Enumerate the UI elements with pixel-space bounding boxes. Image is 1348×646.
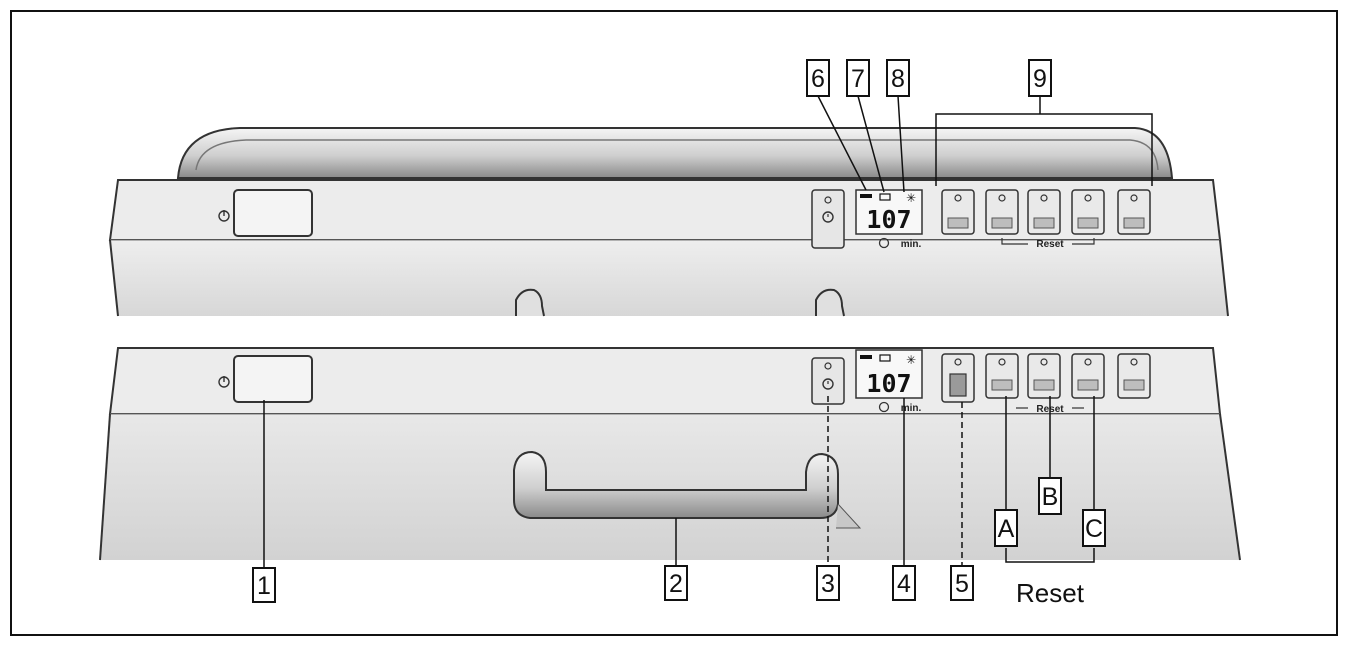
- callout-7: 7: [846, 59, 870, 97]
- top-program-button-3[interactable]: [1027, 189, 1061, 235]
- callout-2: 2: [664, 565, 688, 601]
- svg-text:C: C: [1085, 515, 1103, 543]
- clock-icon: [878, 401, 890, 413]
- top-power-button[interactable]: [233, 189, 313, 237]
- bottom-appliance: ✳ 107 min.: [99, 347, 1241, 561]
- bottom-option-button[interactable]: [941, 353, 975, 403]
- reset-caption: Reset: [1016, 578, 1085, 608]
- top-program-button-1[interactable]: [941, 189, 975, 235]
- callout-5: 5: [950, 565, 974, 601]
- bottom-program-button-1[interactable]: [985, 353, 1019, 399]
- bottom-program-button-2[interactable]: [1027, 353, 1061, 399]
- power-icon: [218, 210, 230, 222]
- svg-text:4: 4: [897, 570, 911, 598]
- water-tap-icon: [860, 194, 872, 198]
- bottom-display-digits: 107: [866, 369, 911, 398]
- salt-icon: [879, 193, 891, 201]
- svg-text:B: B: [1042, 483, 1059, 511]
- svg-text:9: 9: [1033, 65, 1047, 93]
- svg-text:✳: ✳: [906, 191, 916, 205]
- callout-1: 1: [252, 567, 276, 603]
- svg-text:5: 5: [955, 570, 969, 598]
- svg-text:7: 7: [851, 65, 865, 93]
- svg-text:8: 8: [891, 65, 905, 93]
- rinse-aid-icon: ✳: [906, 353, 916, 367]
- timer-icon: [822, 211, 834, 223]
- top-program-buttons: [941, 189, 1151, 235]
- water-tap-icon: [860, 355, 872, 359]
- callout-4: 4: [892, 565, 916, 601]
- top-reset-label: Reset: [1036, 239, 1064, 250]
- svg-text:✳: ✳: [906, 353, 916, 367]
- svg-text:1: 1: [257, 572, 271, 600]
- svg-text:3: 3: [821, 570, 835, 598]
- bottom-display-unit: min.: [901, 403, 922, 414]
- timer-icon: [822, 378, 834, 390]
- clock-icon: [878, 237, 890, 249]
- top-appliance: ✳ 107 min.: [108, 127, 1229, 317]
- top-lid: [176, 127, 1174, 179]
- top-timer-button[interactable]: [811, 189, 845, 249]
- callout-A: A: [994, 509, 1018, 547]
- callout-3: 3: [816, 565, 840, 601]
- callout-8: 8: [886, 59, 910, 97]
- top-display-digits: 107: [866, 205, 911, 234]
- door-handle[interactable]: [513, 450, 839, 519]
- top-program-button-5[interactable]: [1117, 189, 1151, 235]
- top-display-unit: min.: [901, 239, 922, 250]
- rinse-aid-icon: ✳: [906, 191, 916, 205]
- svg-text:6: 6: [811, 65, 825, 93]
- bottom-program-button-4[interactable]: [1117, 353, 1151, 399]
- bottom-program-button-3[interactable]: [1071, 353, 1105, 399]
- power-icon: [218, 376, 230, 388]
- callout-9: 9: [1028, 59, 1052, 97]
- salt-icon: [879, 354, 891, 362]
- svg-text:2: 2: [669, 570, 683, 598]
- svg-text:A: A: [998, 515, 1015, 543]
- top-program-button-2[interactable]: [985, 189, 1019, 235]
- top-program-button-4[interactable]: [1071, 189, 1105, 235]
- callout-C: C: [1082, 509, 1106, 547]
- callout-B: B: [1038, 477, 1062, 515]
- bottom-program-buttons: [985, 353, 1151, 399]
- leader-lines: [263, 95, 1153, 570]
- bottom-power-button[interactable]: [233, 355, 313, 403]
- callout-6: 6: [806, 59, 830, 97]
